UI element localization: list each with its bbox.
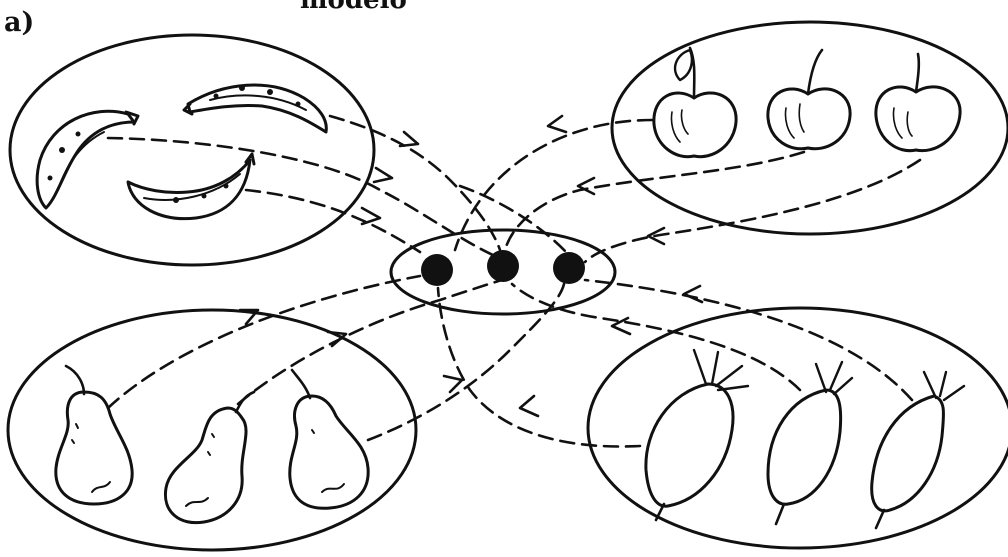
model-dot: [553, 252, 585, 284]
apple-icon: [654, 48, 736, 157]
apple-set-outline: [612, 22, 1008, 234]
pineapple-group: [646, 350, 964, 528]
pear-to-dot-line: [108, 276, 420, 408]
apple-icon: [768, 50, 850, 149]
correspondence-lines: [108, 116, 920, 447]
pineapple-icon: [768, 362, 852, 524]
pear-group: [56, 366, 368, 523]
pear-icon: [290, 370, 368, 508]
arrow-icon: [684, 286, 702, 302]
arrow-icon: [548, 116, 566, 132]
arrow-icon: [578, 178, 594, 194]
arrow-icon: [374, 168, 392, 182]
pineapple-to-dot-line: [512, 284, 800, 390]
arrowheads: [240, 116, 702, 416]
pineapple-icon: [872, 372, 964, 528]
apple-icon: [876, 54, 960, 151]
pear-icon: [165, 392, 254, 523]
pear-set-outline: [8, 310, 416, 550]
banana-group: [37, 85, 326, 219]
pineapple-to-dot-line: [585, 280, 912, 400]
pineapple-icon: [646, 350, 748, 520]
banana-icon: [184, 85, 326, 132]
apple-to-dot-line: [585, 160, 920, 262]
pear-icon: [56, 366, 132, 504]
item-label: a): [4, 7, 34, 38]
arrow-icon: [444, 376, 462, 392]
apple-group: [654, 48, 960, 157]
banana-icon: [37, 111, 138, 208]
pear-to-dot-line: [238, 280, 502, 404]
pear-to-dot-line: [368, 284, 564, 440]
pineapple-set-outline: [588, 308, 1008, 548]
model-dot: [421, 254, 453, 286]
heading-modelo: modelo: [300, 0, 407, 15]
banana-icon: [128, 154, 254, 219]
arrow-icon: [520, 396, 538, 416]
banana-to-dot-line: [460, 186, 566, 252]
